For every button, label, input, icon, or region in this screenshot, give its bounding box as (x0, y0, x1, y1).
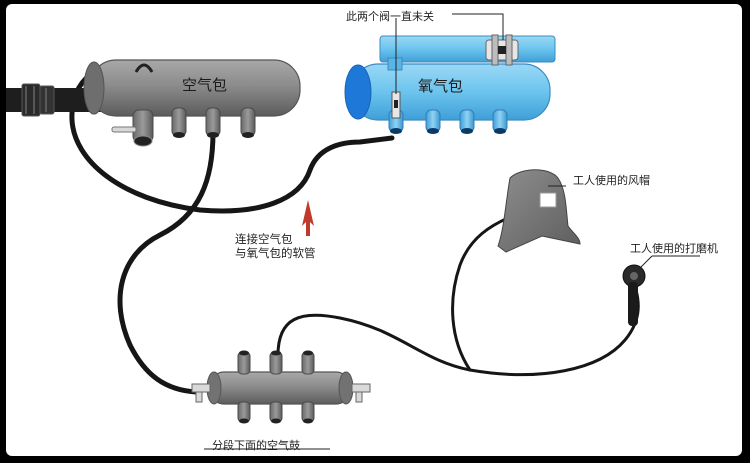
oxygen-tank-label: 氧气包 (418, 77, 464, 95)
drum-to-grinder-hose (276, 288, 640, 377)
diagram-canvas: 空气包 氧气包 此两个阀一直未关 连接空气包 与氧气包的软管 工人使用的风帽 工… (6, 4, 742, 456)
oxygen-tank (344, 34, 556, 134)
air-tank (83, 59, 301, 147)
connecting-hose-label-line1: 连接空气包 (235, 232, 293, 246)
air-to-drum-hose (117, 129, 216, 395)
worker-grinder-label: 工人使用的打磨机 (630, 242, 718, 255)
air-drum-label: 分段下面的空气鼓 (212, 439, 300, 452)
diagram-drawing (6, 13, 700, 450)
grinder (622, 255, 700, 326)
connecting-hose-label-line2: 与氧气包的软管 (235, 246, 316, 260)
air-drum (191, 350, 371, 424)
valve-callout-lines (395, 13, 504, 94)
worker-hood (497, 169, 581, 253)
worker-hood-label: 工人使用的风帽 (573, 174, 650, 187)
connecting-hose-label: 连接空气包 与氧气包的软管 (235, 232, 345, 260)
hose-to-hood (451, 213, 517, 372)
valve-note-label: 此两个阀一直未关 (346, 10, 434, 23)
red-arrow (302, 200, 314, 236)
air-tank-label: 空气包 (182, 76, 228, 94)
